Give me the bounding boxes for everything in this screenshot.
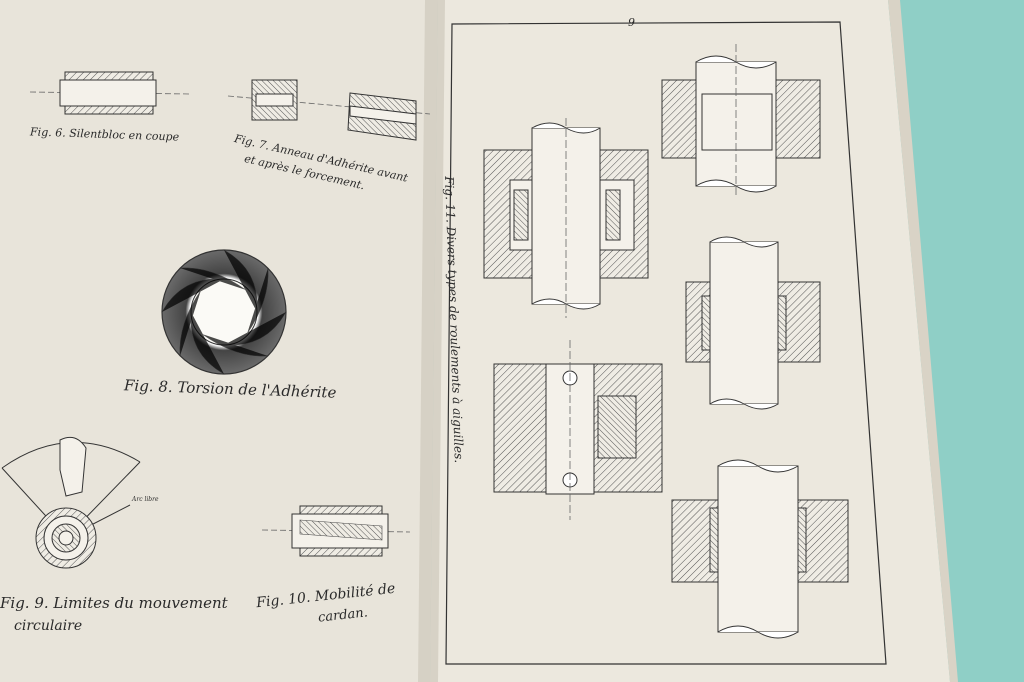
fig9-caption-line1: Fig. 9. Limites du mouvement xyxy=(0,594,228,612)
fig11-drawing-d xyxy=(493,340,663,520)
fig7-drawing xyxy=(227,79,431,141)
fig11-drawing-b xyxy=(661,44,821,196)
fig11-drawing-a xyxy=(483,118,649,318)
arc-annotation: Arc libre xyxy=(132,496,159,503)
fig11-drawing-c xyxy=(685,236,821,410)
fig11-drawing-e xyxy=(671,459,849,639)
fig9-caption-line2: circulaire xyxy=(14,618,83,634)
fig6-drawing xyxy=(29,71,191,115)
fig10-drawing xyxy=(261,505,411,557)
page-number: 9 xyxy=(628,16,635,29)
page-frame xyxy=(445,21,887,665)
fig8-drawing xyxy=(161,249,287,375)
fig9-drawing xyxy=(1,436,141,569)
